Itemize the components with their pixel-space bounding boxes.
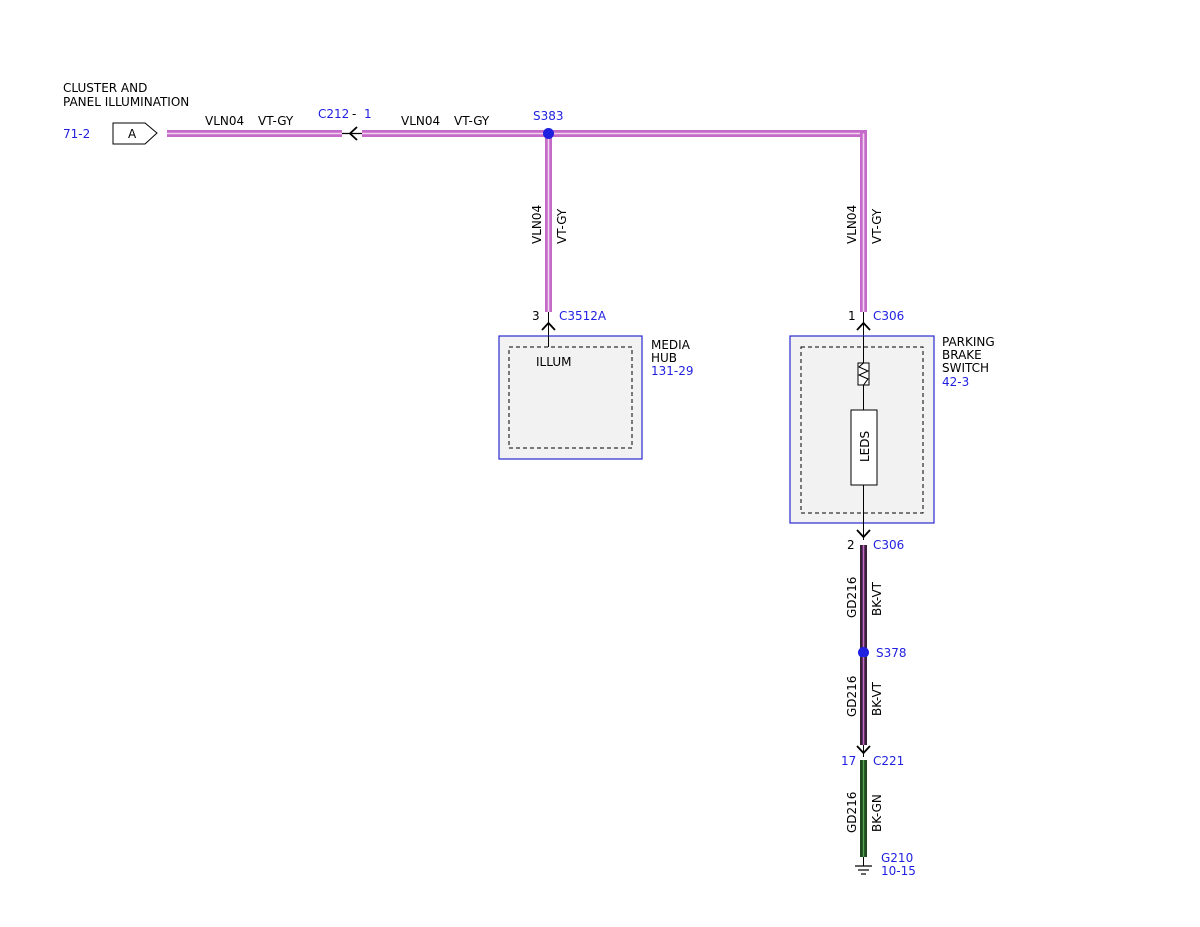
source-title-line1: CLUSTER AND <box>63 81 147 95</box>
wire-vt-gy-group <box>167 130 867 312</box>
parking-brake-ref[interactable]: 42-3 <box>942 375 969 389</box>
connector-c212-pin[interactable]: 1 <box>364 107 372 121</box>
connector-c221-pin[interactable]: 17 <box>841 754 856 768</box>
leds-component <box>850 409 878 486</box>
media-hub-illum-label: ILLUM <box>536 355 571 369</box>
splice-s383-dot[interactable] <box>543 128 554 139</box>
parking-brake-name-line3: SWITCH <box>942 361 989 375</box>
ground-g210-ref[interactable]: 10-15 <box>881 864 916 878</box>
splice-s378-dot[interactable] <box>858 647 869 658</box>
media-hub-ref[interactable]: 131-29 <box>651 364 694 378</box>
wire-label-bkgn: BK-GN <box>870 794 884 832</box>
wire-label-vln04-1: VLN04 <box>205 114 244 128</box>
connector-a-letter: A <box>128 127 137 141</box>
source-ref[interactable]: 71-2 <box>63 127 90 141</box>
wire-label-vtgy-1: VT-GY <box>258 114 294 128</box>
c221-arrow-icon <box>856 745 871 755</box>
media-hub-name-line2: HUB <box>651 351 677 365</box>
connector-c221-label[interactable]: C221 <box>873 754 904 768</box>
source-title-line2: PANEL ILLUMINATION <box>63 95 189 109</box>
parking-brake-name-line1: PARKING <box>942 335 995 349</box>
media-hub-pin-arrow-icon <box>541 321 556 331</box>
parking-brake-pin2: 2 <box>847 538 855 552</box>
splice-s378-label[interactable]: S378 <box>876 646 907 660</box>
connector-c306-bottom-label[interactable]: C306 <box>873 538 904 552</box>
parking-brake-inner-box <box>800 346 924 514</box>
connector-a-shape <box>112 122 158 145</box>
connector-c212-label[interactable]: C212 <box>318 107 349 121</box>
wire-label-vtgy-2: VT-GY <box>454 114 490 128</box>
wire-label-vtgy-media: VT-GY <box>555 208 569 244</box>
media-hub-pin: 3 <box>532 309 540 323</box>
parking-brake-pin2-arrow-icon <box>856 529 871 539</box>
connector-c212-arrow-icon <box>348 126 358 141</box>
wire-label-vln04-parking: VLN04 <box>845 205 859 244</box>
leds-label: LEDS <box>858 431 872 462</box>
wire-label-gd216-1: GD216 <box>845 577 859 618</box>
parking-brake-pin1: 1 <box>848 309 856 323</box>
splice-s383-label[interactable]: S383 <box>533 109 564 123</box>
media-hub-box[interactable] <box>498 335 643 460</box>
wire-label-vln04-media: VLN04 <box>530 205 544 244</box>
wire-label-gd216-3: GD216 <box>845 792 859 833</box>
wire-label-vtgy-parking: VT-GY <box>870 208 884 244</box>
parking-brake-name-line2: BRAKE <box>942 348 982 362</box>
connector-c3512a-label[interactable]: C3512A <box>559 309 607 323</box>
ground-g210-label[interactable]: G210 <box>881 851 913 865</box>
media-hub-name-line1: MEDIA <box>651 338 691 352</box>
resistor-zigzag-icon <box>857 362 870 386</box>
connector-c212-dash: - <box>352 107 356 121</box>
connector-c306-top-label[interactable]: C306 <box>873 309 904 323</box>
wire-label-vln04-2: VLN04 <box>401 114 440 128</box>
wire-label-bkvt-2: BK-VT <box>870 681 884 716</box>
parking-brake-pin1-arrow-icon <box>856 321 871 331</box>
wire-label-gd216-2: GD216 <box>845 676 859 717</box>
wire-label-bkvt-1: BK-VT <box>870 581 884 616</box>
